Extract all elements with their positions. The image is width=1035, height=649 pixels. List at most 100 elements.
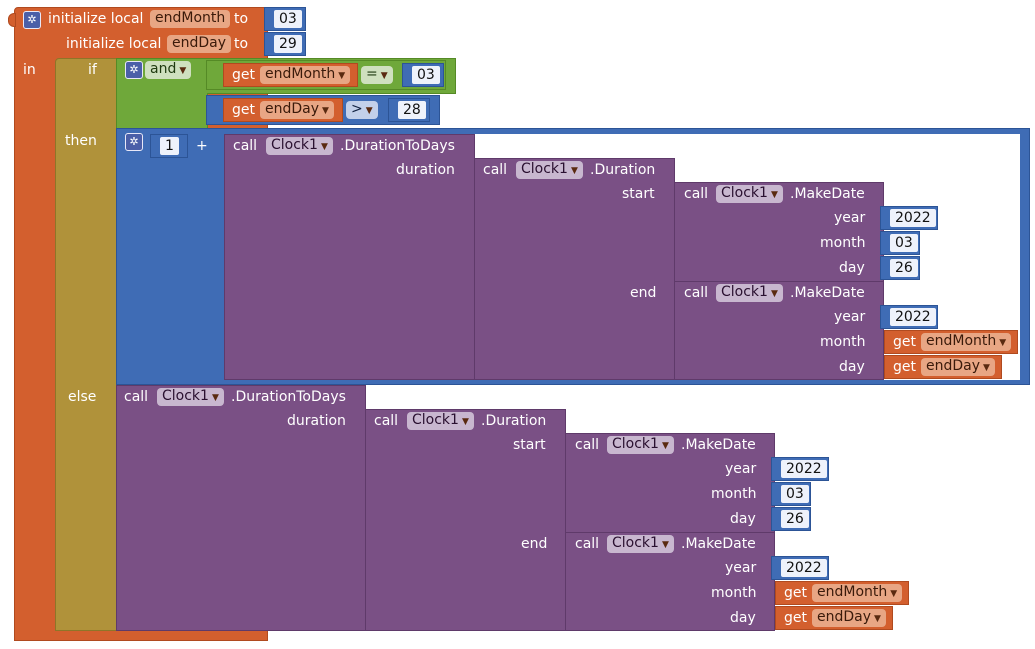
method-label: .MakeDate <box>681 437 756 453</box>
number-field[interactable]: 26 <box>889 258 919 278</box>
equals-operator-dropdown[interactable]: =▼ <box>361 66 393 84</box>
number-field[interactable]: 2022 <box>780 459 828 479</box>
dropdown-arrow-icon: ▼ <box>320 142 328 152</box>
duration-to-days-block-else[interactable] <box>116 385 366 631</box>
component-dropdown[interactable]: Clock1▼ <box>407 412 474 430</box>
param-year: year <box>834 210 866 226</box>
dropdown-arrow-icon: ▼ <box>770 190 778 200</box>
number-field[interactable]: 26 <box>780 509 810 529</box>
number-field[interactable]: 28 <box>397 100 427 120</box>
component-dropdown[interactable]: Clock1▼ <box>157 388 224 406</box>
dropdown-arrow-icon: ▼ <box>890 589 898 599</box>
number-block-cond2[interactable]: 28 <box>388 98 430 122</box>
gear-icon[interactable]: ✲ <box>125 61 143 79</box>
get-var-dropdown[interactable]: endDay▼ <box>260 101 334 119</box>
gear-icon[interactable]: ✲ <box>23 11 41 29</box>
dropdown-arrow-icon: ▼ <box>983 363 990 373</box>
number-field[interactable]: 2022 <box>889 307 937 327</box>
number-field[interactable]: 2022 <box>780 558 828 578</box>
number-field[interactable]: 03 <box>780 484 810 504</box>
get-var-dropdown[interactable]: endDay▼ <box>812 609 886 627</box>
param-duration: duration <box>287 413 346 429</box>
param-end: end <box>630 285 657 301</box>
var-name-endMonth[interactable]: endMonth <box>150 10 231 28</box>
call-label: call <box>374 413 399 429</box>
else-label: else <box>68 389 97 405</box>
dropdown-arrow-icon: ▼ <box>461 417 469 427</box>
number-field[interactable]: 03 <box>411 65 441 85</box>
duration-block[interactable] <box>474 158 675 380</box>
then-label: then <box>65 133 97 149</box>
param-month: month <box>820 334 866 350</box>
dropdown-arrow-icon: ▼ <box>874 614 881 624</box>
and-operator-dropdown[interactable]: and▼ <box>145 61 192 79</box>
number-block-month[interactable]: 03 <box>771 482 811 506</box>
number-field[interactable]: 2022 <box>889 208 937 228</box>
number-block-year[interactable]: 2022 <box>771 457 829 481</box>
dropdown-arrow-icon: ▼ <box>661 540 669 550</box>
number-block-year[interactable]: 2022 <box>880 305 938 329</box>
call-label: call <box>124 389 149 405</box>
greater-operator-dropdown[interactable]: >▼ <box>346 101 378 119</box>
number-block-init1[interactable]: 03 <box>264 7 306 31</box>
get-label: get <box>893 334 916 350</box>
number-block-init2[interactable]: 29 <box>264 32 306 56</box>
component-dropdown[interactable]: Clock1▼ <box>266 137 333 155</box>
to-label-2: to <box>234 36 249 52</box>
dropdown-arrow-icon: ▼ <box>338 71 346 81</box>
get-label: get <box>784 610 807 626</box>
call-label: call <box>483 162 508 178</box>
dropdown-arrow-icon: ▼ <box>322 106 329 116</box>
number-block-day[interactable]: 26 <box>771 507 811 531</box>
get-var-dropdown[interactable]: endMonth▼ <box>921 333 1012 351</box>
to-label-1: to <box>234 11 249 27</box>
number-block-year[interactable]: 2022 <box>880 206 938 230</box>
component-dropdown[interactable]: Clock1▼ <box>607 535 674 553</box>
method-label: .MakeDate <box>681 536 756 552</box>
method-label: .Duration <box>481 413 547 429</box>
block-connector <box>8 13 16 27</box>
component-dropdown[interactable]: Clock1▼ <box>716 284 783 302</box>
duration-to-days-block[interactable] <box>224 134 475 380</box>
method-label: .MakeDate <box>790 285 865 301</box>
dropdown-arrow-icon: ▼ <box>380 71 388 81</box>
component-dropdown[interactable]: Clock1▼ <box>516 161 583 179</box>
number-block-month[interactable]: 03 <box>880 231 920 255</box>
call-label: call <box>575 437 600 453</box>
get-label: get <box>232 102 255 118</box>
param-start: start <box>622 186 655 202</box>
if-then-else-block[interactable] <box>55 58 117 631</box>
method-label: .MakeDate <box>790 186 865 202</box>
init-label-2: initialize local <box>66 36 162 52</box>
param-month: month <box>711 486 757 502</box>
number-field[interactable]: 29 <box>273 34 303 54</box>
and-block-lower <box>116 93 208 129</box>
param-month: month <box>820 235 866 251</box>
get-label: get <box>232 67 255 83</box>
var-name-endDay[interactable]: endDay <box>167 35 232 53</box>
dropdown-arrow-icon: ▼ <box>365 106 373 116</box>
get-var-dropdown[interactable]: endDay▼ <box>921 358 995 376</box>
number-block-cond1[interactable]: 03 <box>402 63 444 87</box>
duration-block-else[interactable] <box>365 409 566 631</box>
param-day: day <box>730 511 756 527</box>
number-field[interactable]: 1 <box>159 136 180 156</box>
number-field[interactable]: 03 <box>889 233 919 253</box>
param-duration: duration <box>396 162 455 178</box>
param-year: year <box>834 309 866 325</box>
if-label: if <box>88 62 97 78</box>
get-var-dropdown[interactable]: endMonth▼ <box>260 66 351 84</box>
method-label: .DurationToDays <box>340 138 455 154</box>
param-day: day <box>839 260 865 276</box>
number-block-year[interactable]: 2022 <box>771 556 829 580</box>
number-block-plus-left[interactable]: 1 <box>150 134 188 158</box>
component-dropdown[interactable]: Clock1▼ <box>716 185 783 203</box>
dropdown-arrow-icon: ▼ <box>999 338 1007 348</box>
component-dropdown[interactable]: Clock1▼ <box>607 436 674 454</box>
dropdown-arrow-icon: ▼ <box>179 66 187 76</box>
number-field[interactable]: 03 <box>273 9 303 29</box>
dropdown-arrow-icon: ▼ <box>211 393 219 403</box>
number-block-day[interactable]: 26 <box>880 256 920 280</box>
gear-icon[interactable]: ✲ <box>125 133 143 151</box>
get-var-dropdown[interactable]: endMonth▼ <box>812 584 903 602</box>
